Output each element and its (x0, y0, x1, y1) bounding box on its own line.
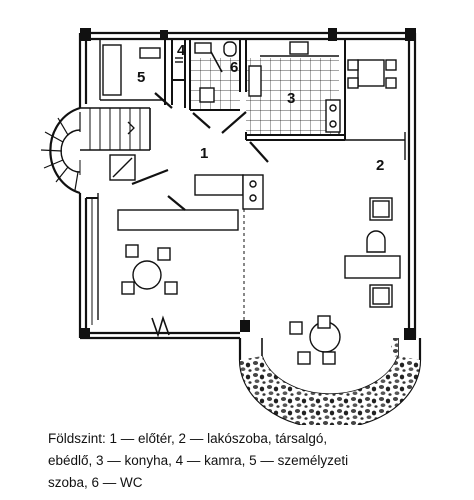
column-sw (80, 328, 90, 339)
room-number-1: 1 (200, 145, 208, 162)
chair-living (366, 230, 386, 253)
curved-bay (238, 338, 422, 425)
stair-tread (74, 171, 79, 191)
door-west (167, 195, 186, 211)
column-s (240, 320, 250, 332)
door-kitchen (221, 111, 247, 134)
armchair (369, 284, 393, 308)
door-living (249, 141, 269, 163)
room-number-3: 3 (287, 90, 295, 107)
column-blocks (80, 28, 416, 340)
furniture (102, 41, 401, 365)
armchair-seat (372, 287, 390, 305)
nook-table (357, 59, 385, 87)
fireplace-detail (249, 194, 257, 202)
bay-inner-wall (261, 338, 399, 395)
room-number-6: 6 (230, 59, 238, 76)
stove-burner (329, 104, 337, 112)
stair-inner-rail (60, 129, 81, 173)
stair-tread (43, 159, 64, 169)
doors (131, 49, 269, 211)
caption-line-1: Földszint: 1 — előtér, 2 — lakószoba, tá… (48, 431, 328, 446)
stone-planter (240, 356, 420, 425)
wc-cabinet (199, 87, 215, 103)
armchair (369, 197, 393, 221)
fireplace-hearth (194, 174, 244, 196)
wc-shower (248, 65, 262, 97)
floor-plan: 1 2 3 4 5 6 (40, 28, 422, 425)
stair-arrow-icon (127, 121, 135, 135)
fireplace (242, 174, 264, 210)
plan-caption: Földszint: 1 — előtér, 2 — lakószoba, tá… (48, 428, 448, 494)
door-hall (131, 168, 169, 186)
stair-tread (57, 117, 69, 136)
wc-tile-floor (190, 58, 240, 110)
column-n2 (328, 28, 337, 41)
chair-west (121, 281, 135, 295)
nook-chair (347, 59, 359, 71)
caption-line-3: szoba, 6 — WC (48, 475, 143, 490)
low-cabinet (344, 255, 401, 279)
column-nw (80, 28, 91, 41)
nook-chair (385, 59, 397, 71)
column-ne (405, 28, 416, 41)
door-room5 (154, 92, 173, 109)
stair-tread (55, 166, 69, 183)
chair-west (164, 281, 178, 295)
caption-line-2: ebédlő, 3 — konyha, 4 — kamra, 5 — szemé… (48, 453, 349, 468)
stair-tread (44, 131, 64, 143)
stove-burner (329, 120, 337, 128)
wc-washbasin (194, 42, 212, 54)
kitchen-sink (289, 41, 309, 55)
room-number-5: 5 (137, 69, 145, 86)
chair-bay (317, 315, 331, 329)
room5-cabinet (139, 47, 161, 59)
stair-tread (40, 149, 63, 152)
toilet (223, 41, 237, 57)
exterior-walls (78, 31, 417, 340)
chair-bay (322, 351, 336, 365)
hall-table-mark (112, 157, 133, 178)
window-zigzag-icon (151, 315, 170, 338)
chair-bay (289, 321, 303, 335)
chair-west (157, 247, 171, 261)
door-wc (192, 112, 211, 129)
nook-chair (347, 77, 359, 89)
room-number-2: 2 (376, 157, 384, 174)
round-table-west (132, 260, 162, 290)
chair-west (125, 244, 139, 258)
nook-chair (385, 77, 397, 89)
room-number-4: 4 (177, 42, 186, 59)
column-n1 (160, 30, 168, 40)
bed (102, 44, 122, 96)
fireplace-detail (249, 180, 257, 188)
armchair-seat (372, 200, 390, 218)
door-pantry (209, 49, 223, 73)
spiral-staircase (40, 106, 151, 195)
west-room-bench (117, 209, 239, 231)
chair-bay (297, 351, 311, 365)
stone-planter-end (391, 338, 398, 357)
column-se (404, 328, 416, 340)
